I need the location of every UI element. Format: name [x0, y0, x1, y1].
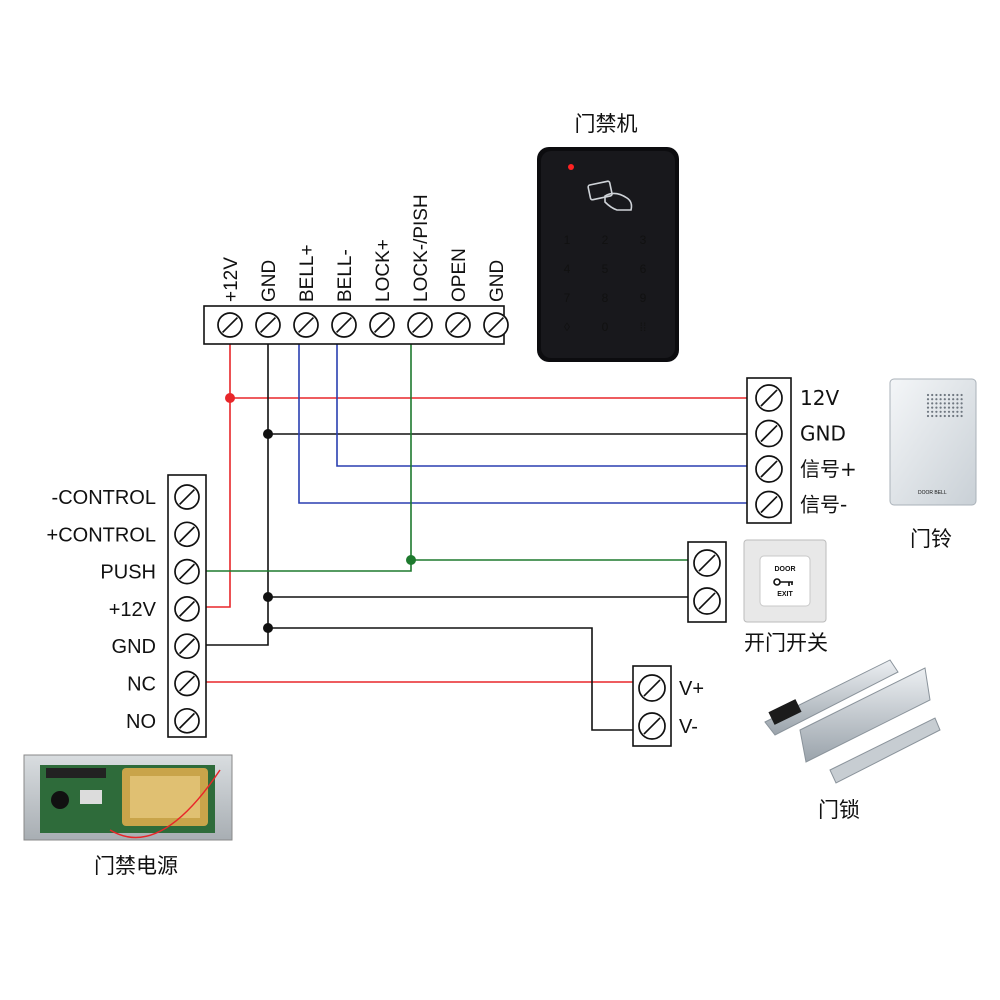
keypad-key: 2: [602, 233, 609, 247]
controller-terminal-block: [203, 305, 509, 345]
junction-push: [406, 555, 416, 565]
wire-push: [206, 324, 412, 572]
lock-terminal-label: V+: [679, 678, 704, 700]
junction-ground-2: [263, 592, 273, 602]
terminal-screw-icon: [217, 312, 243, 338]
doorbell-terminal-label: 信号-: [800, 493, 847, 517]
terminal-screw-icon: [483, 312, 509, 338]
controller-title: 门禁机: [575, 112, 638, 136]
access-controller: 门禁机 1 2 3 4 5 6 7 8 9 ◊ 0 ⁞⁞: [537, 112, 679, 362]
controller-terminal-label: GND: [259, 260, 280, 302]
terminal-screw-icon: [293, 312, 319, 338]
doorbell-terminals: 12V GND 信号+ 信号-: [746, 377, 857, 524]
junction-power: [225, 393, 235, 403]
exit-switch-device: DOOR EXIT 开门开关: [743, 539, 828, 655]
keypad-key: 3: [640, 233, 647, 247]
terminal-screw-icon: [638, 674, 666, 702]
terminal-screw-icon: [755, 490, 783, 519]
wire-bell-minus: [336, 324, 755, 467]
status-led: [568, 164, 574, 170]
lock-terminals: V+ V-: [632, 665, 704, 747]
power-supply-terminal-label: NC: [127, 674, 156, 696]
terminal-screw-icon: [174, 707, 200, 734]
wire-power-psu: [206, 398, 231, 608]
controller-terminal-label: OPEN: [449, 248, 470, 302]
lock-title: 门锁: [818, 798, 860, 822]
key-icon: [773, 578, 793, 586]
keypad-key: 0: [602, 320, 609, 334]
terminal-screw-icon: [174, 558, 200, 585]
keypad-key: 8: [602, 291, 609, 305]
terminal-screw-icon: [445, 312, 471, 338]
terminal-screw-icon: [755, 419, 783, 448]
power-supply-terminal-label: NO: [126, 711, 156, 733]
terminal-screw-icon: [331, 312, 357, 338]
exit-switch-terminals: [687, 541, 727, 623]
terminal-screw-icon: [693, 549, 721, 577]
terminal-screw-icon: [174, 670, 200, 697]
terminal-screw-icon: [369, 312, 395, 338]
wire-bell-plus: [298, 324, 755, 504]
junction-ground-1: [263, 429, 273, 439]
power-supply-terminal-label: +CONTROL: [47, 524, 156, 546]
doorbell-terminal-label: 信号+: [800, 457, 857, 481]
doorbell-terminal-label: 12V: [800, 386, 839, 410]
wire-ground-lock: [268, 627, 638, 731]
terminal-screw-icon: [755, 455, 783, 483]
wires: [206, 324, 755, 731]
power-supply-terminal-label: -CONTROL: [52, 487, 156, 509]
terminal-screw-icon: [174, 633, 200, 660]
keypad-key: 9: [640, 291, 647, 305]
doorbell-terminal-label: GND: [800, 422, 846, 446]
lock-terminal-label: V-: [679, 716, 698, 738]
doorbell-device: DOOR BELL 门铃: [889, 378, 977, 551]
doorbell-title: 门铃: [910, 527, 952, 551]
terminal-screw-icon: [174, 596, 200, 622]
magnetic-lock-device: 门锁: [764, 659, 941, 822]
keypad-key: 6: [640, 262, 647, 276]
exit-switch-text-top: DOOR: [775, 566, 796, 573]
power-supply-title: 门禁电源: [94, 854, 178, 878]
doorbell-device-text: DOOR BELL: [918, 490, 947, 496]
junction-ground-3: [263, 623, 273, 633]
terminal-screw-icon: [174, 521, 200, 548]
power-supply-terminals: -CONTROL +CONTROL PUSH +12V GND NC NO: [47, 474, 207, 738]
terminal-screw-icon: [174, 484, 200, 510]
controller-terminal-label: LOCK+: [373, 239, 394, 302]
terminal-screw-icon: [407, 312, 433, 338]
keypad: 1 2 3 4 5 6 7 8 9 ◊ 0 ⁞⁞: [564, 233, 647, 334]
keypad-key: ◊: [564, 320, 570, 334]
exit-switch-title: 开门开关: [744, 631, 828, 655]
terminal-screw-icon: [693, 587, 721, 615]
power-supply-terminal-label: +12V: [109, 599, 157, 621]
keypad-key: 7: [564, 291, 571, 305]
keypad-key: ⁞⁞: [640, 320, 647, 334]
keypad-key: 5: [602, 262, 609, 276]
keypad-key: 4: [564, 262, 571, 276]
terminal-screw-icon: [755, 384, 783, 412]
controller-terminal-label: BELL-: [335, 249, 356, 302]
terminal-screw-icon: [638, 712, 666, 740]
controller-terminal-label: GND: [487, 260, 508, 302]
terminal-screw-icon: [255, 312, 281, 338]
power-supply-terminal-label: PUSH: [100, 562, 156, 584]
exit-switch-text-bottom: EXIT: [777, 591, 793, 598]
keypad-key: 1: [564, 233, 571, 247]
card-icon: [587, 180, 633, 211]
controller-terminal-label: +12V: [221, 257, 242, 302]
controller-terminal-labels: +12V GND BELL+ BELL- LOCK+ LOCK-/PISH OPEN GND: [221, 194, 508, 302]
controller-terminal-label: BELL+: [297, 244, 318, 302]
power-supply-unit: 门禁电源: [23, 754, 233, 878]
controller-terminal-label: LOCK-/PISH: [411, 194, 432, 302]
wire-ground-bus: [206, 324, 269, 646]
power-supply-terminal-label: GND: [112, 636, 156, 658]
